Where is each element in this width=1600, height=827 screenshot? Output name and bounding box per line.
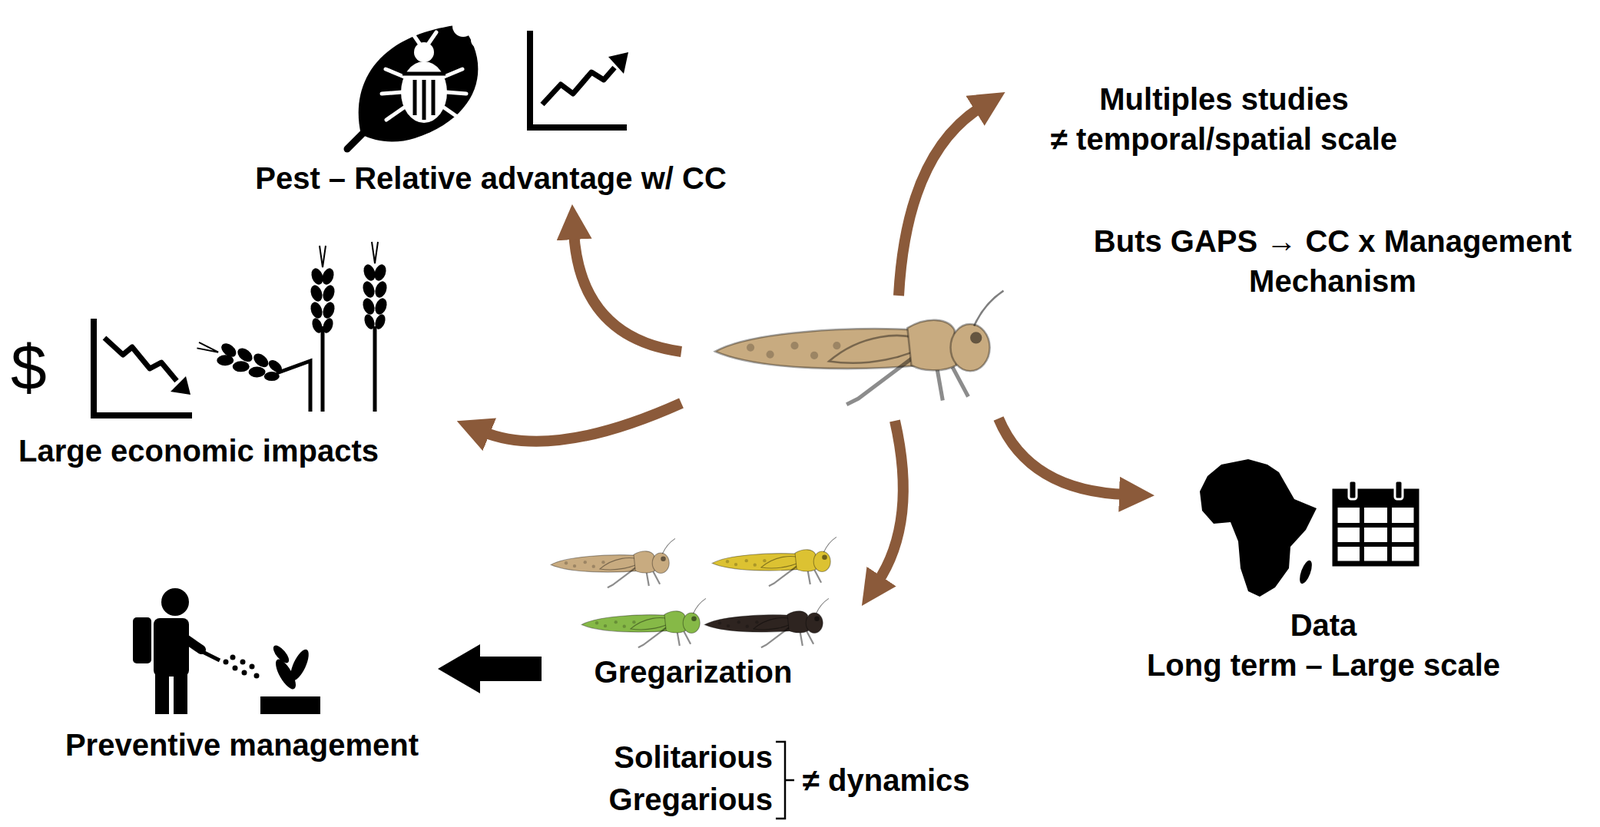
- sprayer-icon-part: [230, 655, 236, 661]
- impact-text-box: Large economic impacts: [13, 428, 384, 474]
- sprayer-icon-part: [260, 696, 321, 715]
- sprayer-icon-part: [270, 642, 292, 666]
- pest-leaf-icon-part: [400, 61, 448, 123]
- gap-note: Buts GAPS → CC x Management Mechanism: [1071, 221, 1594, 302]
- sprayer-icon-part: [181, 636, 202, 650]
- currency-symbol: $: [10, 331, 47, 403]
- node-text: ≠ temporal/spatial scale: [1050, 119, 1398, 160]
- pest-leaf-icon-part: [358, 24, 479, 143]
- studies-text-box: Multiples studies≠ temporal/spatial scal…: [1046, 76, 1402, 162]
- sprayer-icon-part: [232, 665, 239, 672]
- sprayer-icon-part: [132, 617, 152, 664]
- pest-text-box: Pest – Relative advantage w/ CC: [250, 155, 732, 201]
- node-text: Long term – Large scale: [1146, 645, 1501, 686]
- calendar-icon-part: [1332, 489, 1419, 508]
- africa-map-icon-part: [1199, 459, 1317, 597]
- radiating-arrows-part: [482, 403, 682, 442]
- radiating-arrows-part: [573, 231, 682, 352]
- calendar-icon-part: [1334, 507, 1417, 564]
- locust-yellow: [712, 536, 837, 587]
- radiating-arrows-part: [877, 420, 904, 584]
- sprayer-icon-part: [155, 674, 169, 715]
- locust-green: [581, 598, 706, 648]
- pest-leaf-icon-part-part: [422, 79, 427, 120]
- wheat-icon-part: [373, 326, 378, 412]
- pest-leaf-icon: [347, 15, 488, 150]
- radiating-arrows-part: [898, 106, 982, 296]
- sprayer-icon-part: [254, 673, 260, 680]
- phase-label: Solitarious: [613, 739, 773, 776]
- falling-chart-icon-part: [93, 318, 193, 416]
- falling-chart-icon-part: [104, 337, 177, 381]
- calendar-icon-part: [1394, 480, 1403, 500]
- pest-leaf-icon-part-part: [413, 79, 418, 116]
- rising-chart-icon-part: [542, 67, 615, 105]
- wheat-icon-part: [361, 241, 390, 331]
- sprayer-icon-part: [249, 664, 256, 670]
- falling-chart-icon-part: [170, 376, 191, 395]
- radiating-arrows-part: [998, 418, 1127, 495]
- falling-chart-icon: [93, 318, 193, 416]
- pest-leaf-icon-part: [470, 31, 488, 49]
- africa-map-icon: [1199, 459, 1317, 597]
- wheat-icon-part: [308, 245, 338, 335]
- dynamics-note: ≠ dynamics: [802, 762, 971, 799]
- node-text: Pest – Relative advantage w/ CC: [255, 158, 727, 199]
- calendar-icon: [1332, 480, 1419, 564]
- rising-chart-icon: [530, 30, 629, 128]
- node-text: Large economic impacts: [18, 430, 379, 471]
- wheat-icon-part: [321, 326, 325, 412]
- rising-chart-icon-part: [530, 30, 627, 128]
- sprayer-icon: [132, 588, 321, 715]
- management-box: Preventive management: [46, 579, 438, 769]
- node-text: Gregarization: [594, 652, 793, 693]
- sprayer-icon-part: [153, 618, 189, 677]
- pest-leaf-icon-part: [402, 73, 446, 120]
- wheat-icon: [193, 241, 390, 412]
- rising-chart-icon-part: [608, 52, 629, 74]
- pest-leaf-icon-part-part: [431, 79, 436, 116]
- pest-leaf-icon-part-part: [402, 72, 446, 77]
- locust-gregarious: [704, 598, 829, 648]
- sprayer-icon-part: [286, 647, 312, 684]
- africa-map-icon-part: [1297, 559, 1315, 586]
- locust-photo: [715, 291, 1004, 405]
- node-text: Preventive management: [65, 725, 419, 766]
- sprayer-icon-part: [161, 588, 189, 617]
- node-text: Data: [1146, 605, 1501, 646]
- phase-label: Gregarious: [609, 781, 773, 818]
- wheat-icon-part: [193, 331, 287, 388]
- sprayer-icon-part: [240, 659, 246, 666]
- gregarization-box: Gregarization: [541, 530, 845, 696]
- node-text: Multiples studies: [1050, 79, 1398, 120]
- pest-leaf-icon-part: [414, 42, 434, 63]
- data-text-box: DataLong term – Large scale: [1142, 602, 1505, 688]
- sprayer-icon-part: [173, 674, 188, 715]
- pest-leaf-icon-part: [452, 15, 474, 37]
- block-arrow: [437, 644, 542, 694]
- sprayer-icon-part: [198, 649, 220, 661]
- locust-solitarious: [550, 538, 676, 588]
- calendar-icon-part: [1348, 480, 1357, 500]
- sprayer-icon-part: [241, 670, 248, 676]
- phase-bracket: [775, 742, 795, 819]
- sprayer-icon-part: [223, 659, 229, 666]
